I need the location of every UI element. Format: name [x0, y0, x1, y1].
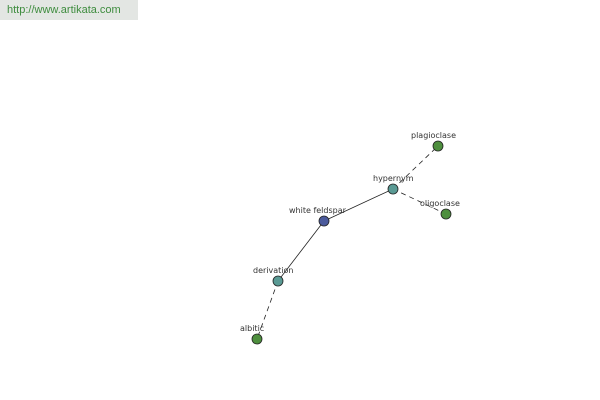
node-derivation[interactable]: derivation	[253, 266, 293, 287]
nodes-layer: white feldspar hypernym derivation plagiocl…	[240, 131, 460, 345]
node-label-derivation[interactable]: derivation	[253, 266, 293, 275]
node-marker-plagioclase[interactable]	[432, 140, 444, 152]
edge-white-feldspar-to-derivation	[277, 220, 325, 282]
node-label-plagioclase[interactable]: plagioclase	[411, 131, 456, 140]
node-marker-oligoclase[interactable]	[440, 208, 452, 220]
node-marker-white-feldspar[interactable]	[318, 215, 330, 227]
node-hypernym[interactable]: hypernym	[373, 174, 414, 195]
node-oligoclase[interactable]: oligoclase	[420, 199, 460, 220]
node-label-hypernym[interactable]: hypernym	[373, 174, 414, 183]
edge-hypernym-to-oligoclase	[392, 188, 447, 215]
edge-hypernym-to-plagioclase	[392, 145, 439, 190]
node-white-feldspar[interactable]: white feldspar	[289, 206, 347, 227]
edge-white-feldspar-to-hypernym	[323, 188, 394, 222]
node-marker-hypernym[interactable]	[387, 183, 399, 195]
node-label-white-feldspar[interactable]: white feldspar	[289, 206, 347, 215]
node-label-oligoclase[interactable]: oligoclase	[420, 199, 460, 208]
site-url-banner[interactable]: http://www.artikata.com	[0, 0, 138, 20]
node-label-albitic[interactable]: albitic	[240, 324, 264, 333]
node-albitic[interactable]: albitic	[240, 324, 264, 345]
node-plagioclase[interactable]: plagioclase	[411, 131, 456, 152]
node-marker-albitic[interactable]	[251, 333, 263, 345]
edge-derivation-to-albitic	[256, 280, 279, 340]
node-marker-derivation[interactable]	[272, 275, 284, 287]
edges-layer	[256, 145, 447, 340]
